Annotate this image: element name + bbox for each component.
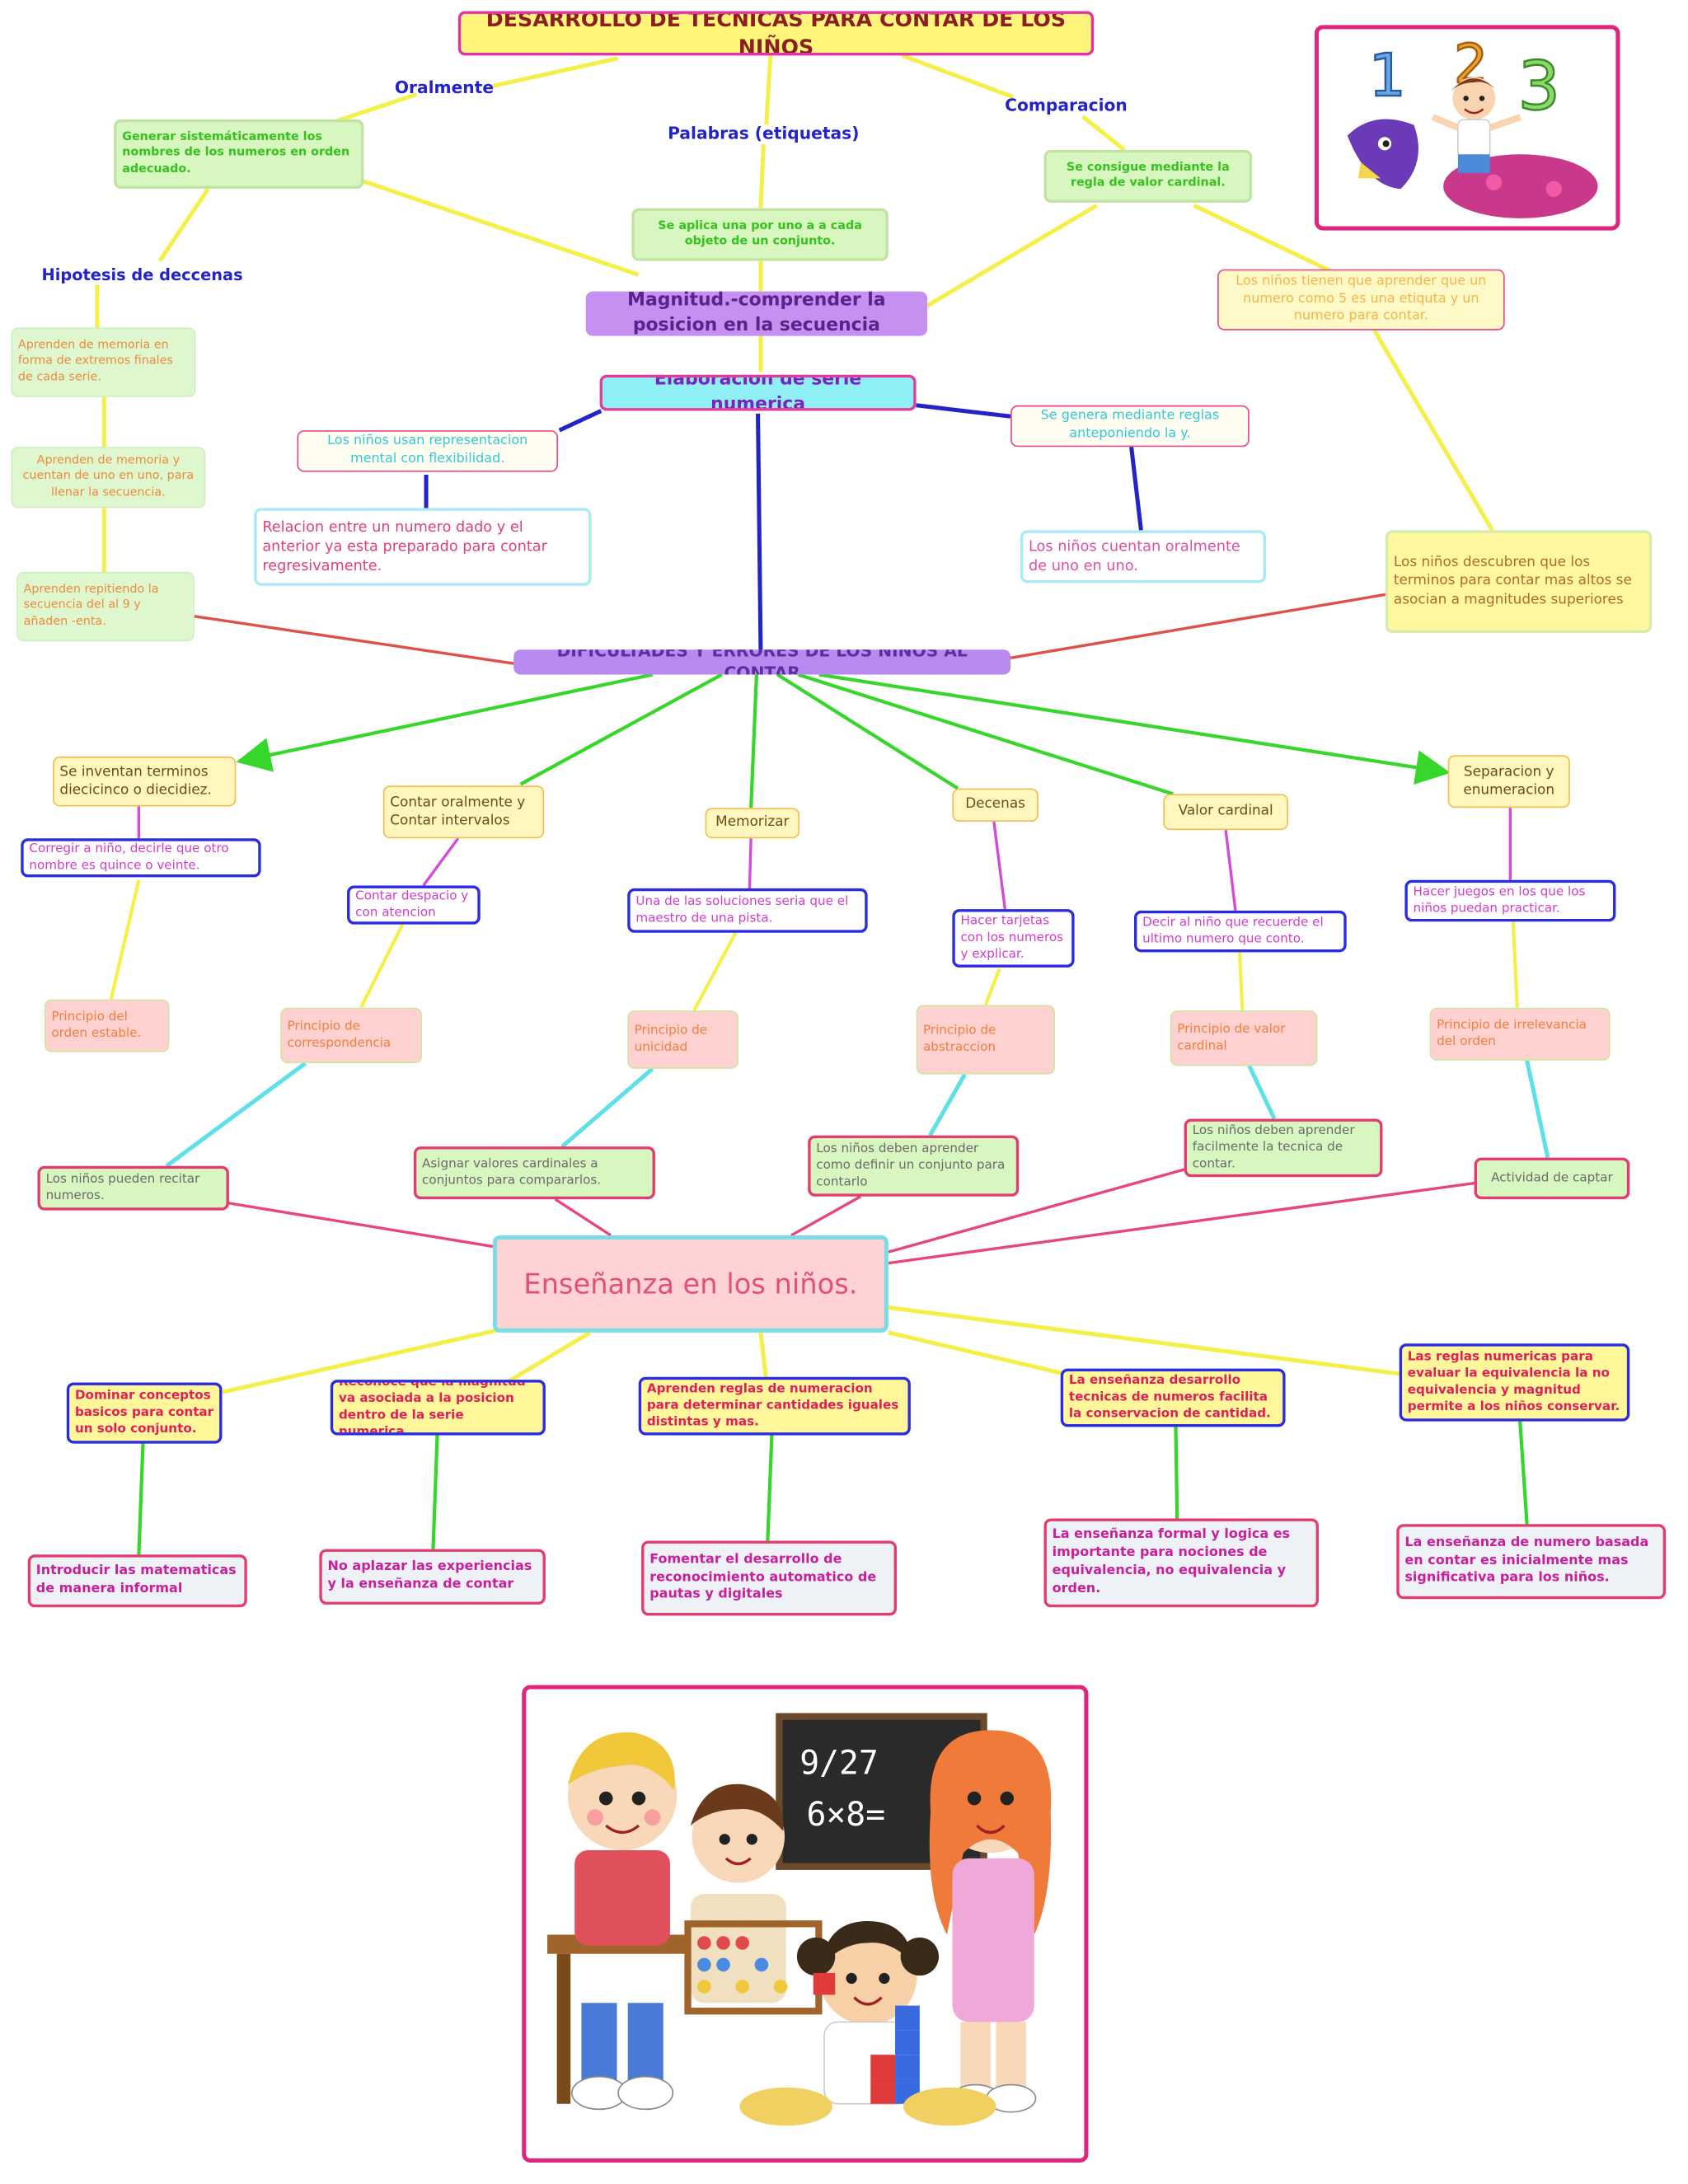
- bottom-4: La enseñanza formal y logica es importan…: [1043, 1518, 1319, 1608]
- serie-right-note: Se genera mediante reglas anteponiendo l…: [1010, 405, 1250, 448]
- top-right-illustration: 1 3 2: [1314, 25, 1620, 231]
- teaching-links: [165, 1060, 1550, 1168]
- conclusion-3: Aprenden reglas de numeracion para deter…: [638, 1376, 911, 1436]
- map-title: DESARROLLO DE TECNICAS PARA CONTAR DE LO…: [457, 11, 1095, 56]
- error-6: Separacion y enumeracion: [1447, 755, 1570, 808]
- label-hipotesis: Hipotesis de deccenas: [41, 265, 243, 285]
- conclusion-5: Las reglas numericas para evaluar la equ…: [1399, 1343, 1630, 1422]
- dificultades-node: DIFICULTADES Y ERRORES DE LOS NIÑOS AL C…: [513, 649, 1011, 675]
- teaching-5: Los niños deben aprender facilmente la t…: [1184, 1118, 1383, 1178]
- ensenanza-node: Enseñanza en los niños.: [492, 1235, 889, 1333]
- conclusion-4: La enseñanza desarrollo tecnicas de nume…: [1060, 1368, 1286, 1427]
- principle-1: Principio del orden estable.: [44, 999, 170, 1052]
- magnitud-node: Magnitud.-comprender la posicion en la s…: [585, 291, 928, 336]
- top-branch-links: [95, 54, 1494, 572]
- comparacion-definition: Se consigue mediante la regla de valor c…: [1043, 149, 1253, 203]
- solution-1: Corregir a niño, decirle que otro nombre…: [21, 838, 261, 878]
- hipotesis-item-2: Aprenden de memoria y cuentan de uno en …: [11, 447, 206, 509]
- bottom-5: La enseñanza de numero basada en contar …: [1396, 1524, 1667, 1600]
- conclusion-1: Dominar conceptos basicos para contar un…: [66, 1382, 223, 1444]
- palabras-definition: Se aplica una por uno a a cada objeto de…: [631, 208, 889, 261]
- bottom-2: No aplazar las experiencias y la enseñan…: [319, 1549, 546, 1605]
- teaching-1: Los niños pueden recitar numeros.: [37, 1165, 229, 1211]
- solution-4: Hacer tarjetas con los numeros y explica…: [952, 909, 1075, 968]
- child-with-numbers-icon: 1 3 2: [1347, 33, 1598, 218]
- serie-node: Elaboracion de serie numerica: [599, 374, 917, 411]
- serie-links: [424, 403, 1143, 653]
- teaching-2: Asignar valores cardinales a conjuntos p…: [413, 1146, 655, 1200]
- hipotesis-item-1: Aprenden de memoria en forma de extremos…: [11, 327, 196, 397]
- error-1: Se inventan terminos diecicinco o diecid…: [52, 756, 237, 807]
- oral-definition: Generar sistemáticamente los nombres de …: [114, 119, 364, 190]
- principle-6: Principio de irrelevancia del orden: [1429, 1007, 1611, 1061]
- solution-2: Contar despacio y con atencion: [347, 885, 481, 925]
- error-3: Memorizar: [705, 808, 800, 839]
- comparacion-note: Los niños tienen que aprender que un num…: [1217, 269, 1505, 330]
- hipotesis-item-3: Aprenden repitiendo la secuencia del al …: [16, 571, 195, 642]
- error-5: Valor cardinal: [1163, 794, 1288, 831]
- bottom-links: [137, 1421, 1529, 1555]
- bottom-1: Introducir las matematicas de manera inf…: [27, 1554, 247, 1608]
- principle-2: Principio de correspondencia: [280, 1007, 422, 1064]
- dificultades-links: [194, 593, 1389, 665]
- label-palabras: Palabras (etiquetas): [668, 123, 860, 143]
- blackboard-line-2: 6×8=: [806, 1796, 885, 1834]
- bottom-illustration: 9/27 6×8=: [522, 1685, 1089, 2163]
- principle-links: [109, 879, 1519, 1012]
- svg-text:1: 1: [1369, 41, 1406, 110]
- label-oralmente: Oralmente: [394, 77, 495, 97]
- conclusion-links: [221, 1305, 1403, 1394]
- error-links: [236, 673, 1451, 808]
- serie-far-right-box: Los niños descubren que los terminos par…: [1385, 530, 1653, 633]
- ensenanza-links: [222, 1167, 1479, 1265]
- svg-text:3: 3: [1518, 48, 1560, 125]
- teaching-6: Actividad de captar: [1474, 1157, 1630, 1200]
- principle-5: Principio de valor cardinal: [1170, 1010, 1318, 1066]
- principle-3: Principio de unicidad: [627, 1010, 738, 1069]
- solution-6: Hacer juegos en los que los niños puedan…: [1404, 879, 1616, 922]
- solution-5: Decir al niño que recuerde el ultimo num…: [1133, 910, 1347, 953]
- serie-left-box: Relacion entre un numero dado y el anter…: [254, 508, 592, 586]
- error-4: Decenas: [952, 788, 1039, 823]
- children-classroom-icon: 9/27 6×8=: [547, 1713, 1052, 2126]
- solution-3: Una de las soluciones seria que el maest…: [627, 888, 868, 933]
- blackboard-line-1: 9/27: [799, 1744, 879, 1782]
- conclusion-2: Reconoce que la magnitud va asociada a l…: [330, 1380, 546, 1436]
- serie-left-note: Los niños usan representacion mental con…: [297, 430, 559, 472]
- label-comparacion: Comparacion: [1005, 96, 1128, 115]
- principle-4: Principio de abstraccion: [916, 1005, 1055, 1075]
- bottom-3: Fomentar el desarrollo de reconocimiento…: [641, 1540, 897, 1616]
- serie-right-box: Los niños cuentan oralmente de uno en un…: [1020, 530, 1266, 583]
- error-2: Contar oralmente y Contar intervalos: [382, 785, 545, 839]
- teaching-4: Los niños deben aprender como definir un…: [808, 1135, 1020, 1197]
- solution-links: [137, 804, 1512, 912]
